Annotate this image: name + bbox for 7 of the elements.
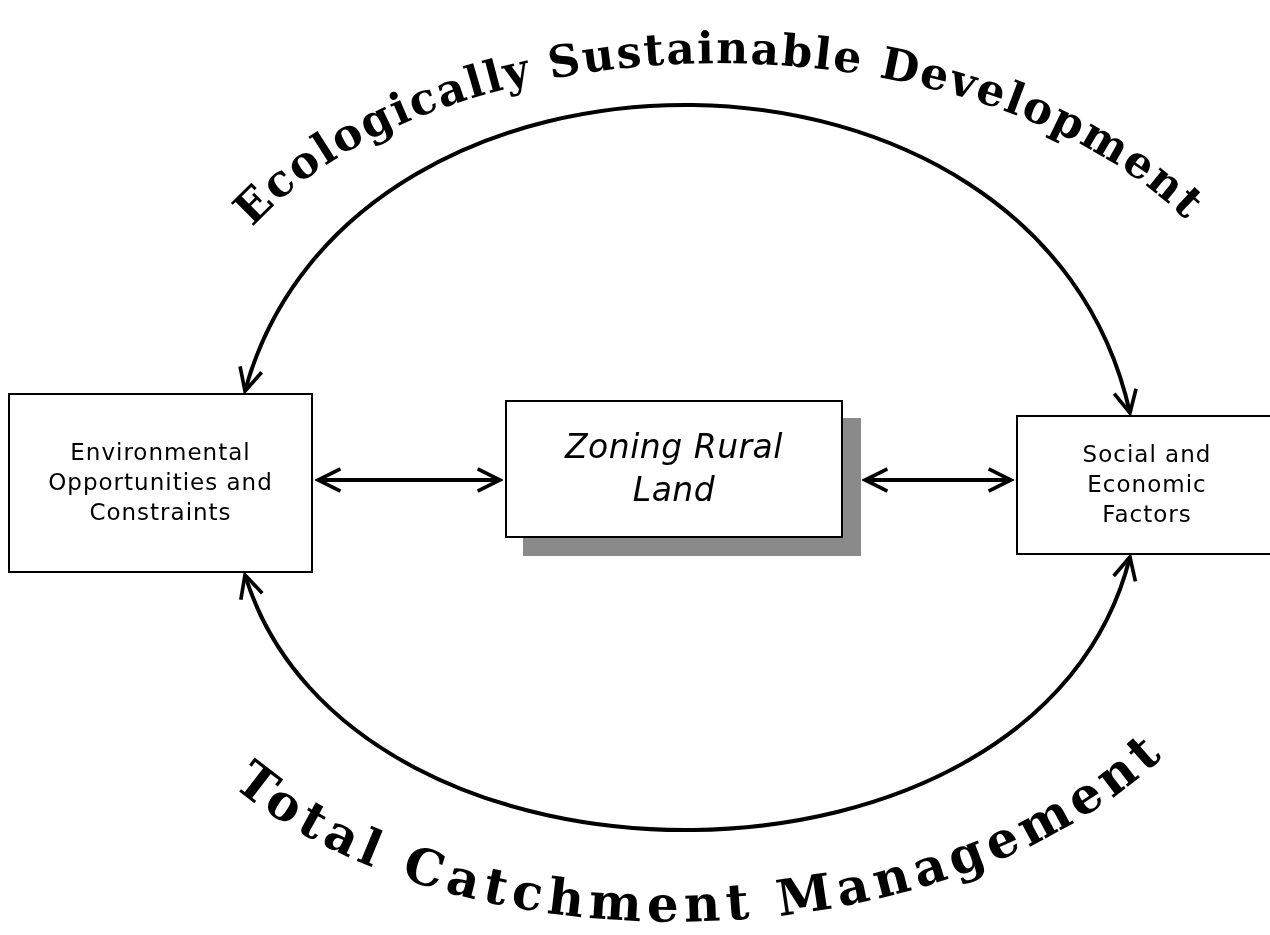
box-text: Social and Economic Factors xyxy=(1081,440,1213,529)
double-arrow xyxy=(863,467,1013,493)
process-box xyxy=(1016,415,1270,555)
box-text: Environmental Opportunities and Constraints xyxy=(47,438,274,527)
double-arrow xyxy=(316,467,502,493)
process-box xyxy=(8,393,313,573)
box-text: Zoning Rural Land xyxy=(563,426,784,511)
